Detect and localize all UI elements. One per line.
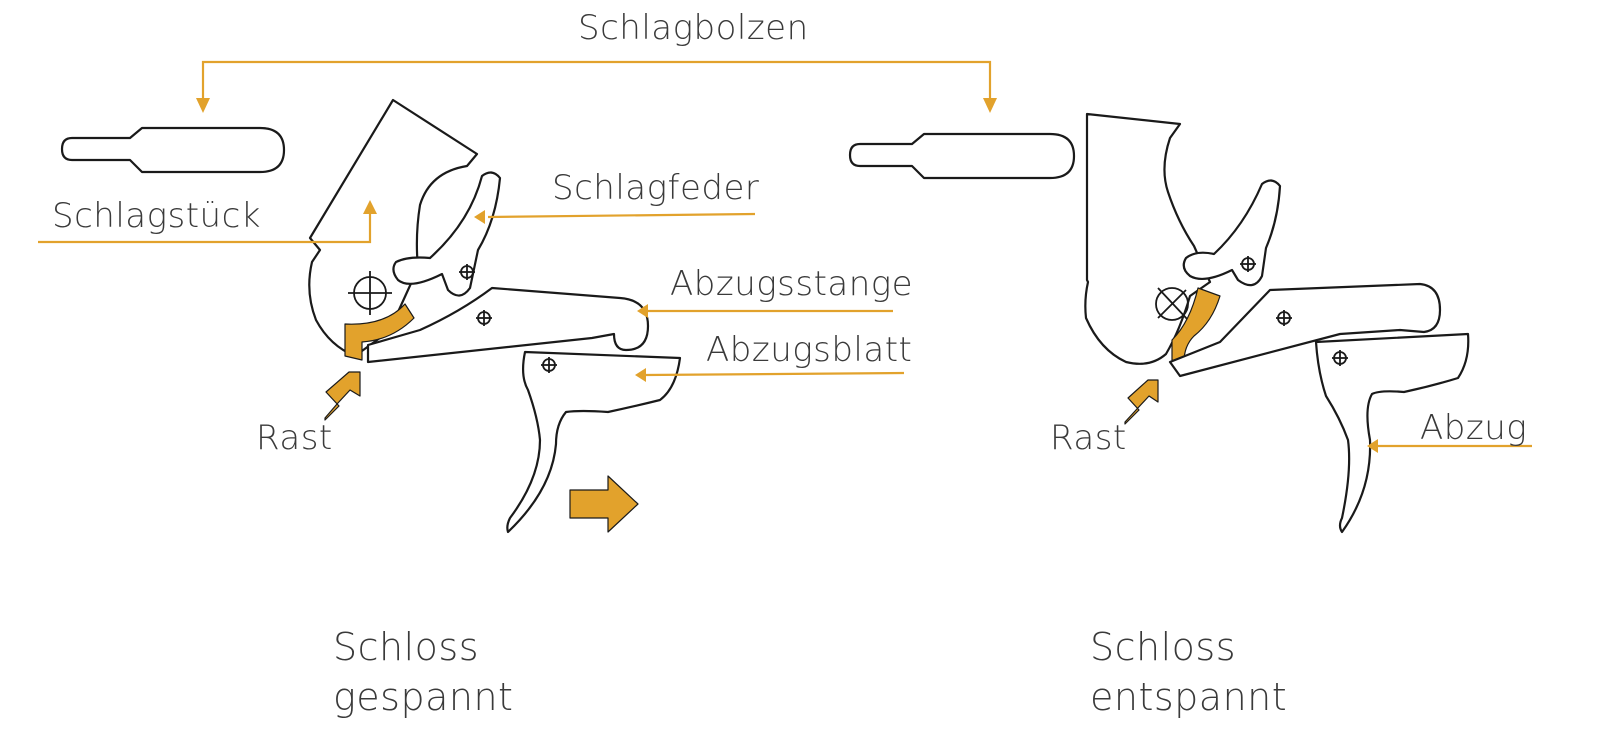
trigger-blade-left bbox=[506, 350, 682, 534]
label-sear-left: Rast bbox=[256, 418, 333, 458]
label-sear-right: Rast bbox=[1050, 418, 1127, 458]
sear-arrow-left bbox=[324, 371, 361, 421]
label-hammer: Schlagstück bbox=[52, 196, 261, 236]
caption-uncocked: Schloss entspannt bbox=[1090, 622, 1287, 722]
label-firing-pin: Schlagbolzen bbox=[578, 8, 809, 48]
label-mainspring: Schlagfeder bbox=[552, 168, 760, 208]
connector-arrowhead-right bbox=[983, 98, 997, 113]
pull-arrow bbox=[569, 475, 639, 533]
sear-arrow-right bbox=[1124, 379, 1159, 425]
firing-pin-right bbox=[848, 132, 1076, 180]
trigger-right bbox=[1314, 332, 1470, 534]
mainspring-right bbox=[1182, 179, 1282, 287]
hammer-right bbox=[1084, 112, 1212, 365]
leader-trigger-blade bbox=[645, 371, 905, 377]
uncocked-assembly bbox=[848, 112, 1532, 534]
firing-pin-connector bbox=[196, 60, 997, 113]
caption-cocked-line2: gespannt bbox=[333, 675, 514, 719]
connector-arrowhead-left bbox=[196, 98, 210, 113]
sear-right bbox=[1171, 287, 1221, 363]
label-trigger-blade: Abzugsblatt bbox=[706, 330, 913, 370]
caption-cocked-line1: Schloss bbox=[333, 625, 479, 669]
label-trigger: Abzug bbox=[1420, 408, 1528, 448]
cocked-assembly bbox=[38, 98, 905, 534]
label-trigger-bar: Abzugsstange bbox=[670, 264, 914, 304]
caption-uncocked-line1: Schloss bbox=[1090, 625, 1236, 669]
trigger-bar-right bbox=[1168, 282, 1442, 378]
leader-hammer bbox=[38, 212, 372, 244]
hammer-pivot-right bbox=[1155, 287, 1189, 321]
trigger-bar-left bbox=[366, 286, 650, 364]
caption-cocked: Schloss gespannt bbox=[333, 622, 513, 722]
leader-mainspring bbox=[487, 212, 756, 219]
firing-pin-left bbox=[60, 126, 286, 174]
sear-left bbox=[344, 303, 415, 361]
caption-uncocked-line2: entspannt bbox=[1090, 675, 1288, 719]
